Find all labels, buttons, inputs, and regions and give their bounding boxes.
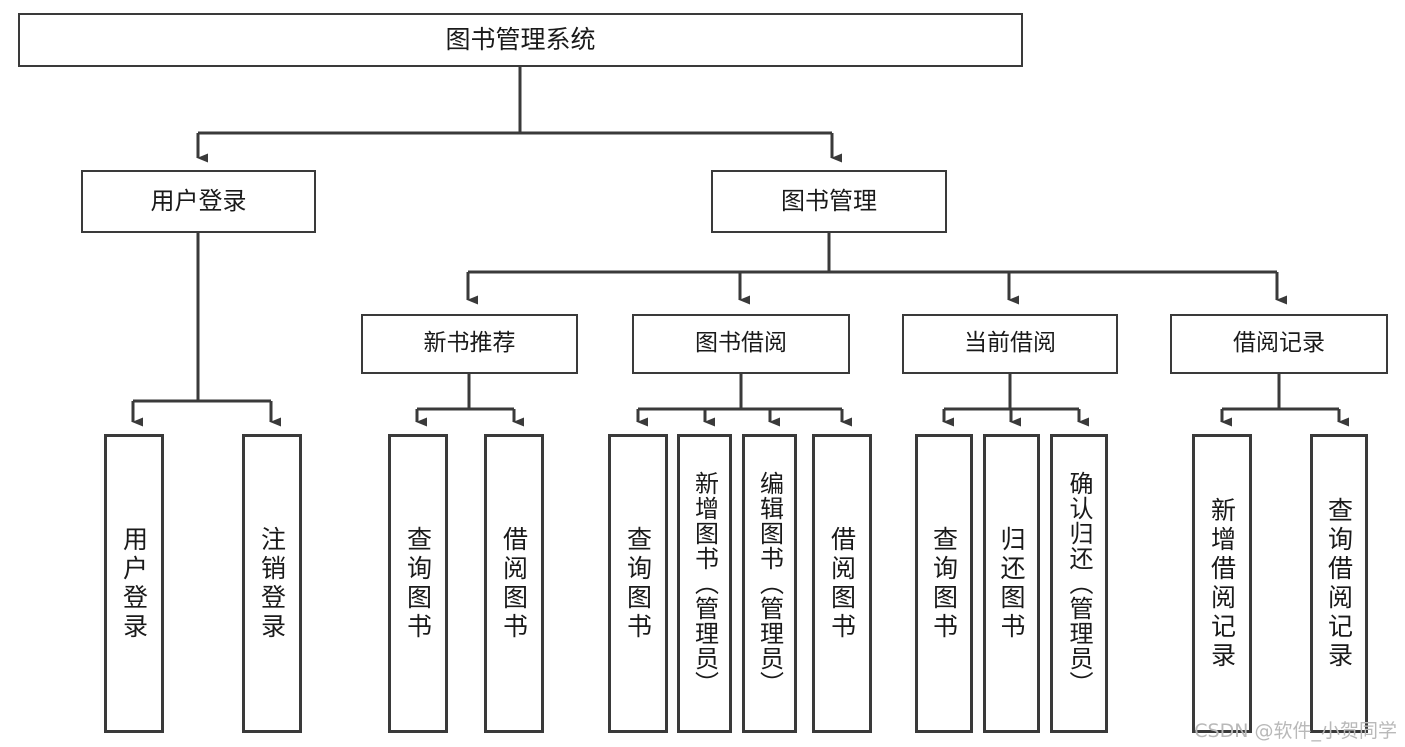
node-leaf-borrow-book-1-label: 借阅图书 — [499, 525, 529, 642]
node-leaf-add-book-admin[interactable]: 新增图书（管理员） — [677, 434, 732, 733]
node-leaf-borrow-book-2-label: 借阅图书 — [827, 525, 857, 642]
node-current-borrow-label: 当前借阅 — [964, 330, 1056, 357]
node-book-manage[interactable]: 图书管理 — [711, 170, 947, 233]
node-root[interactable]: 图书管理系统 — [18, 13, 1023, 67]
node-leaf-add-borrow-record-label: 新增借阅记录 — [1207, 496, 1237, 671]
node-leaf-query-book-1-label: 查询图书 — [403, 525, 433, 642]
node-leaf-edit-book-admin-label: 编辑图书（管理员） — [755, 471, 784, 696]
node-leaf-return-book[interactable]: 归还图书 — [983, 434, 1040, 733]
node-book-borrow[interactable]: 图书借阅 — [632, 314, 850, 374]
node-leaf-logout-login-label: 注销登录 — [257, 525, 287, 642]
node-root-label: 图书管理系统 — [445, 25, 596, 55]
node-new-book-recommend-label: 新书推荐 — [423, 330, 516, 357]
node-leaf-user-login[interactable]: 用户登录 — [104, 434, 164, 733]
node-leaf-query-book-2-label: 查询图书 — [623, 525, 653, 642]
node-leaf-query-book-1[interactable]: 查询图书 — [388, 434, 448, 733]
node-leaf-confirm-return-admin-label: 确认归还（管理员） — [1065, 471, 1093, 696]
node-leaf-logout-login[interactable]: 注销登录 — [242, 434, 302, 733]
node-leaf-query-borrow-record[interactable]: 查询借阅记录 — [1310, 434, 1368, 733]
node-leaf-query-book-3[interactable]: 查询图书 — [915, 434, 973, 733]
node-leaf-user-login-label: 用户登录 — [119, 525, 149, 642]
node-leaf-confirm-return-admin[interactable]: 确认归还（管理员） — [1050, 434, 1108, 733]
node-new-book-recommend[interactable]: 新书推荐 — [361, 314, 578, 374]
node-user-login-label: 用户登录 — [150, 187, 247, 216]
node-borrow-record-label: 借阅记录 — [1233, 330, 1325, 357]
node-borrow-record[interactable]: 借阅记录 — [1170, 314, 1388, 374]
node-leaf-query-book-3-label: 查询图书 — [929, 525, 959, 642]
node-leaf-edit-book-admin[interactable]: 编辑图书（管理员） — [742, 434, 797, 733]
node-book-borrow-label: 图书借阅 — [695, 330, 787, 357]
node-leaf-return-book-label: 归还图书 — [997, 525, 1026, 642]
node-leaf-borrow-book-1[interactable]: 借阅图书 — [484, 434, 544, 733]
node-leaf-query-book-2[interactable]: 查询图书 — [608, 434, 668, 733]
node-leaf-borrow-book-2[interactable]: 借阅图书 — [812, 434, 872, 733]
node-leaf-query-borrow-record-label: 查询借阅记录 — [1324, 496, 1354, 671]
node-user-login[interactable]: 用户登录 — [81, 170, 316, 233]
node-leaf-add-borrow-record[interactable]: 新增借阅记录 — [1192, 434, 1252, 733]
node-current-borrow[interactable]: 当前借阅 — [902, 314, 1118, 374]
node-book-manage-label: 图书管理 — [781, 187, 877, 216]
node-leaf-add-book-admin-label: 新增图书（管理员） — [690, 471, 719, 696]
